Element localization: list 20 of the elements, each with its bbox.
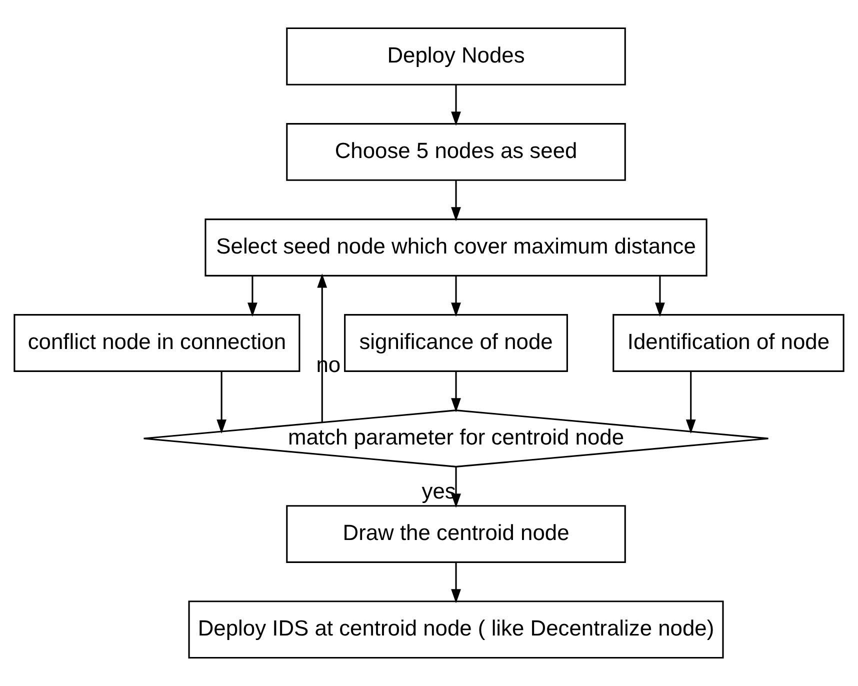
arrow [451, 180, 461, 222]
arrow [686, 372, 696, 434]
node-diamond: match parameter for centroid node [142, 410, 770, 468]
arrow [317, 274, 328, 422]
arrow [655, 276, 665, 317]
node-box: Select seed node which cover maximum distance [204, 218, 708, 276]
node-box: Identification of node [612, 314, 844, 372]
node-box: Choose 5 nodes as seed [286, 123, 626, 181]
node-box: significance of node [344, 314, 568, 372]
arrow [451, 276, 461, 317]
edge-label: yes [422, 478, 456, 504]
arrow [248, 276, 258, 317]
node-box: Deploy Nodes [286, 27, 626, 86]
arrow [451, 562, 461, 604]
node-box: Draw the centroid node [286, 505, 626, 563]
arrow [216, 372, 226, 434]
arrow [451, 85, 461, 126]
node-box: conflict node in connection [14, 314, 300, 372]
arrow [451, 372, 461, 412]
node-box: Deploy IDS at centroid node ( like Decentralize node) [188, 600, 724, 659]
